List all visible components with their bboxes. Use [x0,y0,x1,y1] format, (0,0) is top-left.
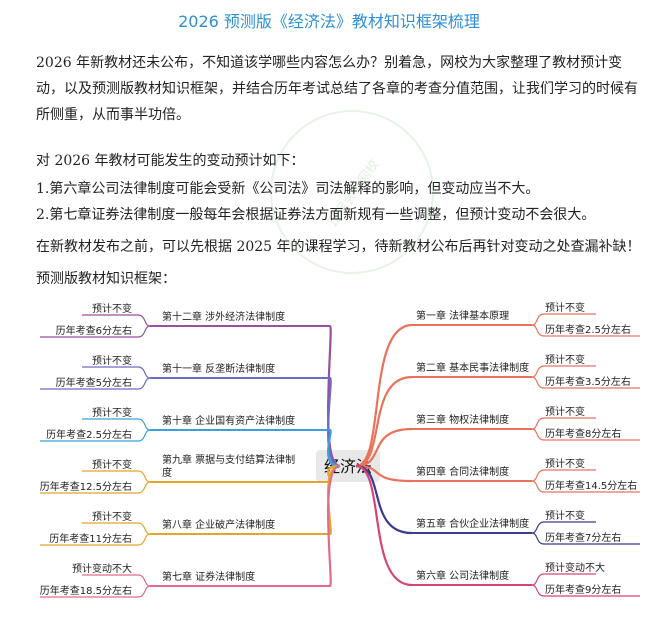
chapter-right-4: 第四章 合同法律制度 [416,465,509,478]
score-left-1: 历年考查6分左右 [56,324,132,337]
branch-right-2 [355,375,413,468]
leaf-forecast-line-5 [531,521,596,534]
branch-left-2 [327,376,341,468]
leaf-forecast-line-left-4 [82,470,151,483]
score-right-2: 历年考查3.5分左右 [545,375,631,388]
forecast-right-1: 预计不变 [545,301,585,314]
forecast-left-1: 预计不变 [92,302,132,315]
chapter-left-3: 第十章 企业国有资产法律制度 [162,414,295,427]
forecast-left-6: 预计变动不大 [72,562,132,575]
leaf-forecast-line-left-1 [82,314,151,327]
forecast-left-3: 预计不变 [92,406,132,419]
branch-left-6 [327,464,341,588]
score-left-6: 历年考查18.5分左右 [40,584,132,597]
leaf-score-line-5 [531,532,640,545]
leaf-forecast-line-2 [531,365,596,378]
forecast-right-6: 预计变动不大 [545,561,605,574]
leaf-score-line-2 [531,376,640,389]
forecast-right-5: 预计不变 [545,509,585,522]
leaf-score-line-left-5 [40,533,151,546]
branch-right-4 [355,464,413,483]
chapter-right-1: 第一章 法律基本原理 [416,309,509,322]
chapter-left-4: 第九章 票据与支付结算法律制度 [162,453,295,479]
chapter-right-5: 第五章 合伙企业法律制度 [416,517,529,530]
branch-right-1 [355,323,413,468]
leaf-forecast-line-4 [531,469,596,482]
forecast-left-4: 预计不变 [92,458,132,471]
leaf-score-line-3 [531,428,640,441]
chapter-left-1: 第十二章 涉外经济法律制度 [162,310,285,323]
change-item-2: 2.第七章证券法律制度一般每年会根据证券法方面新规有一些调整，但预计变动不会很大… [36,207,596,223]
leaf-score-line-1 [531,324,640,337]
leaf-forecast-line-6 [531,573,596,586]
change-item-1: 1.第六章公司法律制度可能会受新《公司法》司法解释的影响，但变动应当不大。 [36,181,540,197]
leaf-score-line-4 [531,480,640,493]
chapter-left-5: 第八章 企业破产法律制度 [162,518,275,531]
leaf-score-line-left-2 [40,377,151,390]
chapter-right-6: 第六章 公司法律制度 [416,569,509,582]
forecast-right-2: 预计不变 [545,353,585,366]
branch-right-6 [355,464,413,587]
forecast-left-2: 预计不变 [92,354,132,367]
leaf-score-line-left-3 [40,429,151,442]
score-left-3: 历年考查2.5分左右 [46,428,132,441]
leaf-score-line-left-6 [40,585,151,598]
chapter-right-3: 第三章 物权法律制度 [416,413,509,426]
score-right-5: 历年考查7分左右 [545,531,621,544]
score-right-4: 历年考查14.5分左右 [545,479,637,492]
score-left-5: 历年考查11分左右 [49,532,132,545]
intro-paragraph: 2026 年新教材还未公布，不知道该学哪些内容怎么办？别着急，网校为大家整理了教… [36,55,638,123]
branch-left-1 [327,324,341,468]
changes-heading: 对 2026 年教材可能发生的变动预计如下： [36,153,305,169]
leaf-score-line-6 [531,584,640,597]
score-right-1: 历年考查2.5分左右 [545,323,631,336]
chapter-right-2: 第二章 基本民事法律制度 [416,361,529,374]
leaf-forecast-line-1 [531,313,596,326]
leaf-forecast-line-left-3 [82,418,151,431]
page-title: 2026 预测版《经济法》教材知识框架梳理 [178,12,480,31]
leaf-forecast-line-3 [531,417,596,430]
chapter-left-6: 第七章 证券法律制度 [162,570,255,583]
leaf-forecast-line-left-5 [82,522,151,535]
forecast-right-4: 预计不变 [545,457,585,470]
score-left-2: 历年考查5分左右 [56,376,132,389]
chapter-left-2: 第十一章 反垄断法律制度 [162,362,275,375]
score-left-4: 历年考查12.5分左右 [40,480,132,493]
leaf-score-line-left-4 [40,481,151,494]
forecast-left-5: 预计不变 [92,510,132,523]
leaf-forecast-line-left-2 [82,366,151,379]
branch-left-3 [326,428,341,468]
branch-right-3 [355,427,413,468]
score-right-6: 历年考查9分左右 [545,583,621,596]
advice-paragraph: 在新教材发布之前，可以先根据 2025 年的课程学习，待新教材公布后再针对变动之… [36,239,641,255]
leaf-score-line-left-1 [40,325,151,338]
score-right-3: 历年考查8分左右 [545,427,621,440]
center-node-label: 经济法 [324,457,372,476]
framework-heading: 预测版教材知识框架： [36,271,176,287]
forecast-right-3: 预计不变 [545,405,585,418]
leaf-forecast-line-left-6 [82,574,151,587]
